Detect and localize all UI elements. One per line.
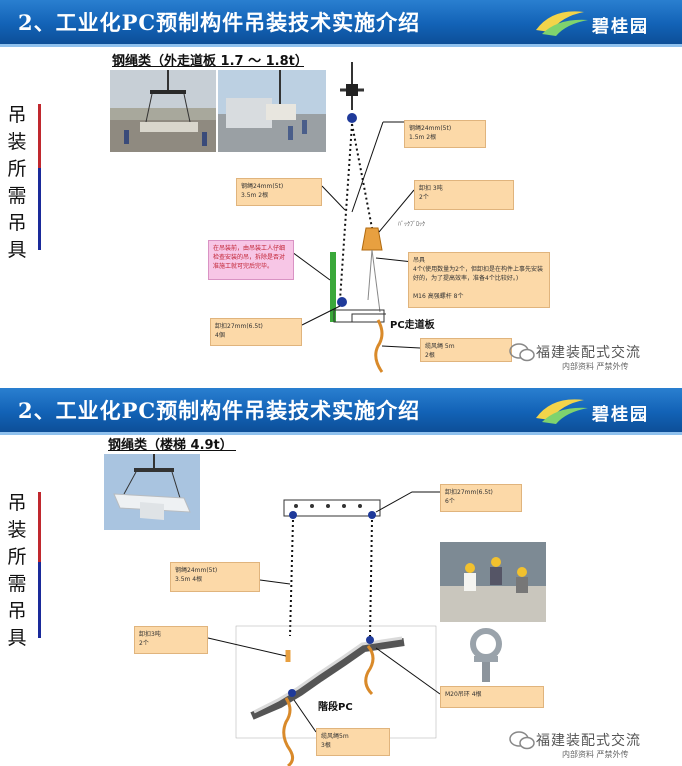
- note-rope: 缆风绳5m 3根: [316, 728, 390, 756]
- note-lifting-gear: 吊具 4个(使用数量为2个，但卸扣是在构件上事先安装好的，为了提高效率，准备4个…: [408, 252, 550, 308]
- slide-walkway-panel: 2、工业化PC预制构件吊装技术实施介绍 碧桂园 吊装所需吊具 钢绳类（外走道板 …: [0, 0, 682, 378]
- note-line: 4个(使用数量为2个，但卸扣是在构件上事先安装好的，为了提高效率，准备4个比较好…: [413, 266, 543, 282]
- note-line: 吊具: [413, 257, 426, 264]
- note-shackle: 卸扣3吨 2个: [134, 626, 208, 654]
- header-underline: [0, 432, 682, 435]
- side-label: 吊装所需吊具: [7, 104, 27, 261]
- note-rope: 缆风绳 5m 2根: [420, 338, 512, 362]
- note-line: 在吊装前，由吊装工人仔细检查安装的吊，拆除是否对准施工就可完后完毕。: [213, 245, 286, 270]
- watermark: 福建装配式交流: [508, 342, 641, 362]
- note-shackle-27: 卸扣27mm(6.5t) 6个: [440, 484, 522, 512]
- note-wire-top: 钢绳24mm(5t) 1.5m 2根: [404, 120, 486, 148]
- note-line: 2个: [139, 640, 149, 647]
- header-underline: [0, 44, 682, 47]
- note-line: 6个: [445, 498, 455, 505]
- note-shackle: 卸扣 3吨 2个: [414, 180, 514, 210]
- side-label: 吊装所需吊具: [7, 492, 27, 649]
- wechat-icon: [509, 343, 535, 362]
- handwritten-label: ﾊﾞｯｸﾌﾞﾛｯｸ: [398, 221, 426, 228]
- watermark-text: 福建装配式交流: [536, 733, 641, 749]
- logo-text: 碧桂园: [592, 405, 649, 425]
- side-bar-red: [38, 104, 41, 168]
- slide-staircase: 2、工业化PC预制构件吊装技术实施介绍 碧桂园 吊装所需吊具 钢绳类（楼梯 4.…: [0, 388, 682, 766]
- logo-swoosh-icon: [536, 11, 588, 36]
- note-wire-left: 钢绳24mm(5t) 3.5m 2根: [236, 178, 322, 206]
- header-bar: 2、工业化PC预制构件吊装技术实施介绍 碧桂园: [0, 388, 682, 432]
- note-m20-eyebolt: M20吊环 4根: [440, 686, 544, 708]
- note-line: M20吊环 4根: [445, 691, 482, 698]
- note-line: 卸扣27mm(6.5t): [215, 323, 263, 330]
- stair-lifting-photo: [104, 454, 200, 530]
- subtitle-underline: [112, 66, 304, 67]
- note-line: 钢绳24mm(5t): [409, 125, 452, 132]
- note-line: 1.5m 2根: [409, 134, 437, 141]
- lifting-photo-2: [218, 70, 326, 152]
- note-line: 2个: [419, 194, 429, 201]
- note-line: 3.5m 2根: [241, 192, 269, 199]
- note-warning: 在吊装前，由吊装工人仔细检查安装的吊，拆除是否对准施工就可完后完毕。: [208, 240, 294, 280]
- watermark-text: 福建装配式交流: [536, 345, 641, 361]
- note-shackle-27: 卸扣27mm(6.5t) 4個: [210, 318, 302, 346]
- subtitle-underline: [108, 450, 236, 451]
- note-line: [413, 283, 545, 292]
- logo-swoosh-icon: [536, 399, 588, 424]
- header-bar: 2、工业化PC预制构件吊装技术实施介绍 碧桂园: [0, 0, 682, 44]
- note-line: 缆风绳5m: [321, 733, 349, 740]
- company-logo: 碧桂园: [532, 392, 682, 428]
- slide-title: 2、工业化PC预制构件吊装技术实施介绍: [18, 398, 421, 423]
- note-line: 4個: [215, 332, 225, 339]
- stair-pc-label: 階段PC: [318, 702, 353, 713]
- watermark: 福建装配式交流: [508, 730, 641, 750]
- eye-bolt-photo: [452, 626, 522, 688]
- note-line: M16 高强螺杆 8个: [413, 293, 464, 300]
- rigging-diagram: [291, 62, 421, 373]
- note-line: 3.5m 4根: [175, 576, 203, 583]
- note-line: 卸扣27mm(6.5t): [445, 489, 493, 496]
- side-bar-blue: [38, 168, 41, 250]
- slide-title: 2、工业化PC预制构件吊装技术实施介绍: [18, 10, 421, 35]
- note-line: 3根: [321, 742, 331, 749]
- logo-text: 碧桂园: [592, 17, 649, 37]
- subtitle: 钢绳类（楼梯 4.9t）: [108, 438, 233, 453]
- note-line: 钢绳24mm(5t): [241, 183, 284, 190]
- note-line: 2根: [425, 352, 435, 359]
- subtitle: 钢绳类（外走道板 1.7 ～ 1.8t）: [112, 54, 308, 69]
- site-workers-photo: [440, 542, 546, 622]
- side-bar-red: [38, 492, 41, 562]
- watermark-sub: 内部资料 严禁外传: [562, 362, 629, 371]
- note-line: 卸扣 3吨: [419, 185, 443, 192]
- watermark-sub: 内部资料 严禁外传: [562, 750, 629, 759]
- side-bar-blue: [38, 562, 41, 638]
- note-line: 钢绳24mm(5t): [175, 567, 218, 574]
- note-wire: 钢绳24mm(5t) 3.5m 4根: [170, 562, 260, 592]
- note-line: 卸扣3吨: [139, 631, 161, 638]
- lifting-photo-1: [110, 70, 216, 152]
- company-logo: 碧桂园: [532, 4, 682, 40]
- wechat-icon: [509, 731, 535, 750]
- note-line: 缆风绳 5m: [425, 343, 455, 350]
- pc-walkway-label: PC走道板: [390, 320, 435, 331]
